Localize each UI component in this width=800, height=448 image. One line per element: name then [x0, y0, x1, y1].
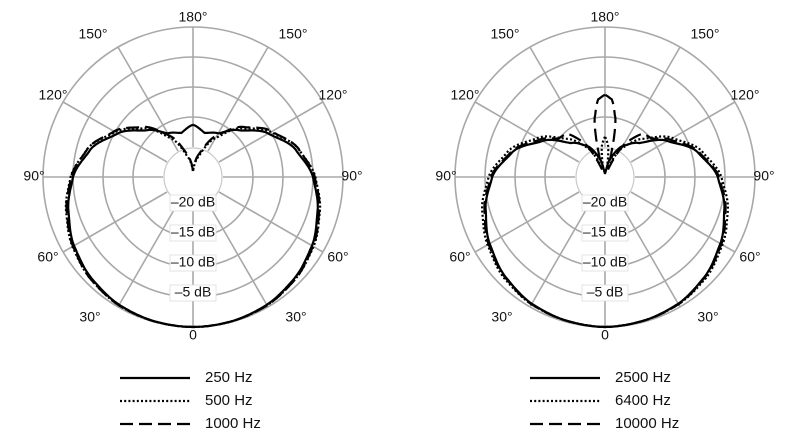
db-label-box — [581, 194, 629, 212]
angle-tick-label: 30° — [697, 309, 718, 325]
grid-spoke — [207, 202, 269, 308]
legend-label: 1000 Hz — [205, 415, 261, 432]
db-label-box — [581, 224, 629, 242]
angle-tick-label: 90° — [341, 168, 362, 184]
angle-tick-label: 60° — [37, 249, 58, 265]
angle-tick-label: 90° — [23, 168, 44, 184]
angle-tick-label: 30° — [491, 309, 512, 325]
grid-spoke — [207, 46, 269, 152]
series-curve-10000-hz — [483, 93, 727, 329]
legend-label: 250 Hz — [205, 369, 253, 386]
grid-spoke — [630, 101, 736, 163]
db-label-box — [169, 284, 217, 302]
angle-tick-label: 60° — [327, 249, 348, 265]
grid-spoke — [619, 46, 681, 152]
radial-tick-label: –20 dB — [583, 194, 627, 210]
angle-tick-label: 120° — [451, 87, 480, 103]
angle-tick-label: 150° — [691, 26, 720, 42]
legend: 250 Hz 500 Hz 1000 Hz — [120, 369, 261, 432]
legend-label: 500 Hz — [205, 392, 253, 409]
angle-tick-label: 150° — [279, 26, 308, 42]
series-curve-1000-hz — [65, 125, 321, 329]
angle-tick-label: 0 — [601, 327, 609, 343]
legend-label: 2500 Hz — [615, 369, 671, 386]
grid-spoke — [619, 202, 681, 308]
radial-tick-label: –5 dB — [587, 284, 624, 300]
angle-tick-label: 180° — [591, 9, 620, 25]
db-label-box — [581, 254, 629, 272]
angle-tick-label: 90° — [753, 168, 774, 184]
radial-tick-label: –15 dB — [583, 224, 627, 240]
grid-spoke — [630, 191, 736, 253]
angle-tick-label: 150° — [491, 26, 520, 42]
angle-tick-label: 120° — [39, 87, 68, 103]
polar-chart-1: 0 30° 30° 60° 60° 90° 90° 120° 120° 150° 150° 180° –… — [23, 9, 362, 432]
angle-tick-label: 180° — [179, 9, 208, 25]
polar-grid — [454, 26, 756, 328]
polar-grid — [42, 26, 344, 328]
legend-label: 10000 Hz — [615, 415, 679, 432]
polar-chart-2: 0 30° 30° 60° 60° 90° 90° 120° 120° 150° 150° 180° –… — [435, 9, 774, 432]
angle-tick-label: 30° — [79, 309, 100, 325]
db-label-box — [169, 194, 217, 212]
db-label-box — [581, 284, 629, 302]
radial-tick-label: –20 dB — [171, 194, 215, 210]
radial-tick-label: –10 dB — [171, 254, 215, 270]
grid-spoke — [62, 191, 168, 253]
grid-spoke — [474, 101, 580, 163]
grid-spoke — [529, 202, 591, 308]
angle-tick-label: 150° — [79, 26, 108, 42]
radial-tick-label: –10 dB — [583, 254, 627, 270]
legend: 2500 Hz 6400 Hz 10000 Hz — [530, 369, 679, 432]
radial-tick-label: –15 dB — [171, 224, 215, 240]
grid-spoke — [474, 191, 580, 253]
grid-spoke — [218, 191, 324, 253]
angle-tick-label: 90° — [435, 168, 456, 184]
grid-spoke — [117, 202, 179, 308]
series-curve-6400-hz — [481, 135, 730, 329]
angle-tick-label: 120° — [731, 87, 760, 103]
series-curve-500-hz — [64, 127, 322, 329]
db-label-box — [169, 224, 217, 242]
angle-tick-label: 120° — [319, 87, 348, 103]
angle-tick-label: 60° — [739, 249, 760, 265]
radial-tick-label: –5 dB — [175, 284, 212, 300]
angle-tick-label: 30° — [285, 309, 306, 325]
legend-label: 6400 Hz — [615, 392, 671, 409]
angle-tick-label: 60° — [449, 249, 470, 265]
grid-spoke — [529, 46, 591, 152]
angle-tick-label: 0 — [189, 327, 197, 343]
db-label-box — [169, 254, 217, 272]
